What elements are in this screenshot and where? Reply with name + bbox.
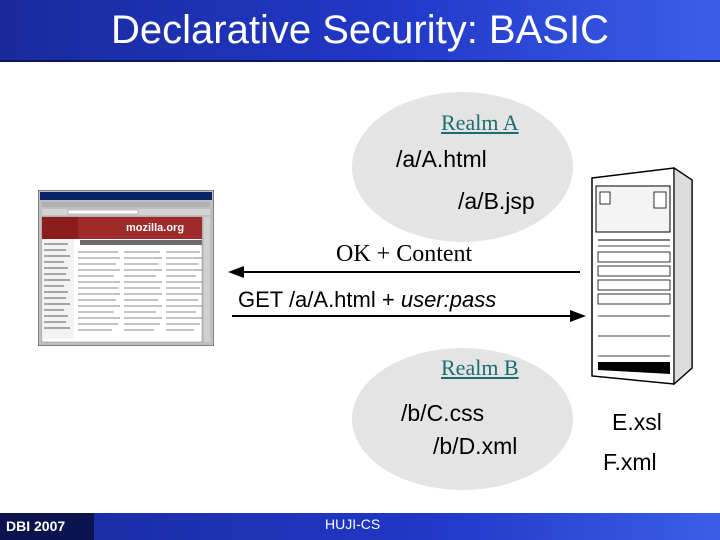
loose-file: F.xml [603,449,657,476]
realm-a-item: /a/A.html [396,146,487,173]
realm-b-item: /b/C.css [401,400,484,427]
title-divider [0,60,720,62]
footer-bar: DBI 2007 HUJI-CS [0,513,720,540]
request-arrow [232,306,586,326]
realm-a-item: /a/B.jsp [458,188,535,215]
server-tower-illustration [584,166,696,388]
footer-institution-label: HUJI-CS [325,516,380,532]
realm-a-label: Realm A [441,110,519,136]
response-arrow [228,262,580,282]
title-bar: Declarative Security: BASIC [0,0,720,60]
realm-b-label: Realm B [441,355,519,381]
browser-logo: mozilla.org [126,222,184,234]
loose-file: E.xsl [612,409,662,436]
realm-b-item: /b/D.xml [433,433,517,460]
footer-course-label: DBI 2007 [6,518,65,534]
browser-page-text [40,240,212,344]
slide-title: Declarative Security: BASIC [0,4,720,56]
